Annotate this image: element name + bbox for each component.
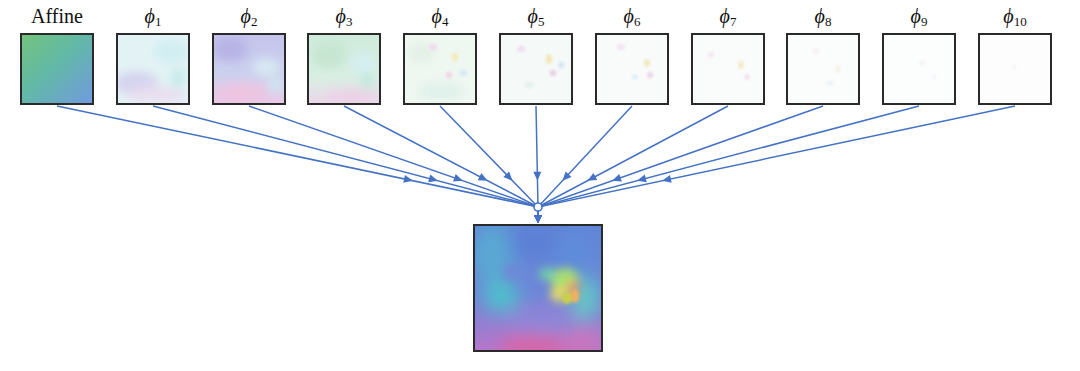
image-frame: ϕ7 bbox=[691, 33, 765, 105]
composed-flow-image bbox=[473, 224, 603, 352]
connector-line bbox=[344, 106, 538, 223]
image-label: Affine bbox=[31, 4, 83, 28]
connector-line bbox=[57, 106, 538, 223]
merge-arrow bbox=[249, 106, 538, 223]
merge-arrow bbox=[538, 106, 919, 223]
phi-image bbox=[212, 33, 286, 105]
phi-image bbox=[978, 33, 1052, 105]
image-label: ϕ5 bbox=[528, 4, 545, 28]
arrowhead bbox=[612, 174, 622, 182]
arrowhead bbox=[587, 173, 597, 181]
image-label: ϕ9 bbox=[911, 4, 928, 28]
image-frame: ϕ3 bbox=[307, 33, 381, 105]
merge-arrow bbox=[57, 106, 538, 223]
arrowhead bbox=[478, 173, 488, 181]
image-label: ϕ1 bbox=[145, 4, 162, 28]
image-frame: ϕ10 bbox=[978, 33, 1052, 105]
image-frame: ϕ9 bbox=[882, 33, 956, 105]
phi-image bbox=[499, 33, 573, 105]
phi-image bbox=[116, 33, 190, 105]
arrowhead bbox=[533, 172, 541, 181]
merge-arrow bbox=[538, 106, 823, 223]
arrowhead bbox=[428, 175, 438, 183]
image-label: ϕ2 bbox=[241, 4, 258, 28]
connector-line bbox=[249, 106, 538, 223]
phi-image bbox=[786, 33, 860, 105]
connector-line bbox=[538, 106, 919, 223]
image-frame: Affine bbox=[20, 33, 94, 105]
junction-dot bbox=[534, 203, 542, 211]
image-frame: ϕ6 bbox=[595, 33, 669, 105]
phi-image bbox=[691, 33, 765, 105]
phi-image bbox=[595, 33, 669, 105]
image-label: ϕ10 bbox=[1003, 4, 1026, 28]
image-label: ϕ7 bbox=[720, 4, 737, 28]
image-frame: ϕ2 bbox=[212, 33, 286, 105]
connector-line bbox=[440, 106, 538, 223]
image-label: ϕ6 bbox=[624, 4, 641, 28]
arrowhead bbox=[403, 175, 413, 183]
arrowhead bbox=[637, 175, 647, 183]
connector-line bbox=[153, 106, 538, 223]
connector-line bbox=[538, 106, 1015, 223]
affine-image bbox=[20, 33, 94, 105]
image-frame: ϕ5 bbox=[499, 33, 573, 105]
image-label: ϕ8 bbox=[815, 4, 832, 28]
result-frame bbox=[473, 224, 603, 352]
merge-arrow bbox=[344, 106, 538, 223]
phi-image bbox=[882, 33, 956, 105]
image-frame: ϕ4 bbox=[403, 33, 477, 105]
merge-arrow bbox=[440, 106, 538, 223]
phi-image bbox=[403, 33, 477, 105]
arrowhead bbox=[503, 171, 512, 180]
image-label: ϕ4 bbox=[432, 4, 449, 28]
phi-image bbox=[307, 33, 381, 105]
connector-line bbox=[538, 106, 823, 223]
arrowhead bbox=[562, 171, 571, 180]
merge-arrow bbox=[538, 106, 1015, 223]
merge-arrow bbox=[153, 106, 538, 223]
image-label: ϕ3 bbox=[336, 4, 353, 28]
arrowhead bbox=[453, 174, 463, 182]
arrowhead bbox=[662, 175, 672, 183]
merge-arrow bbox=[533, 106, 541, 223]
image-frame: ϕ8 bbox=[786, 33, 860, 105]
image-frame: ϕ1 bbox=[116, 33, 190, 105]
